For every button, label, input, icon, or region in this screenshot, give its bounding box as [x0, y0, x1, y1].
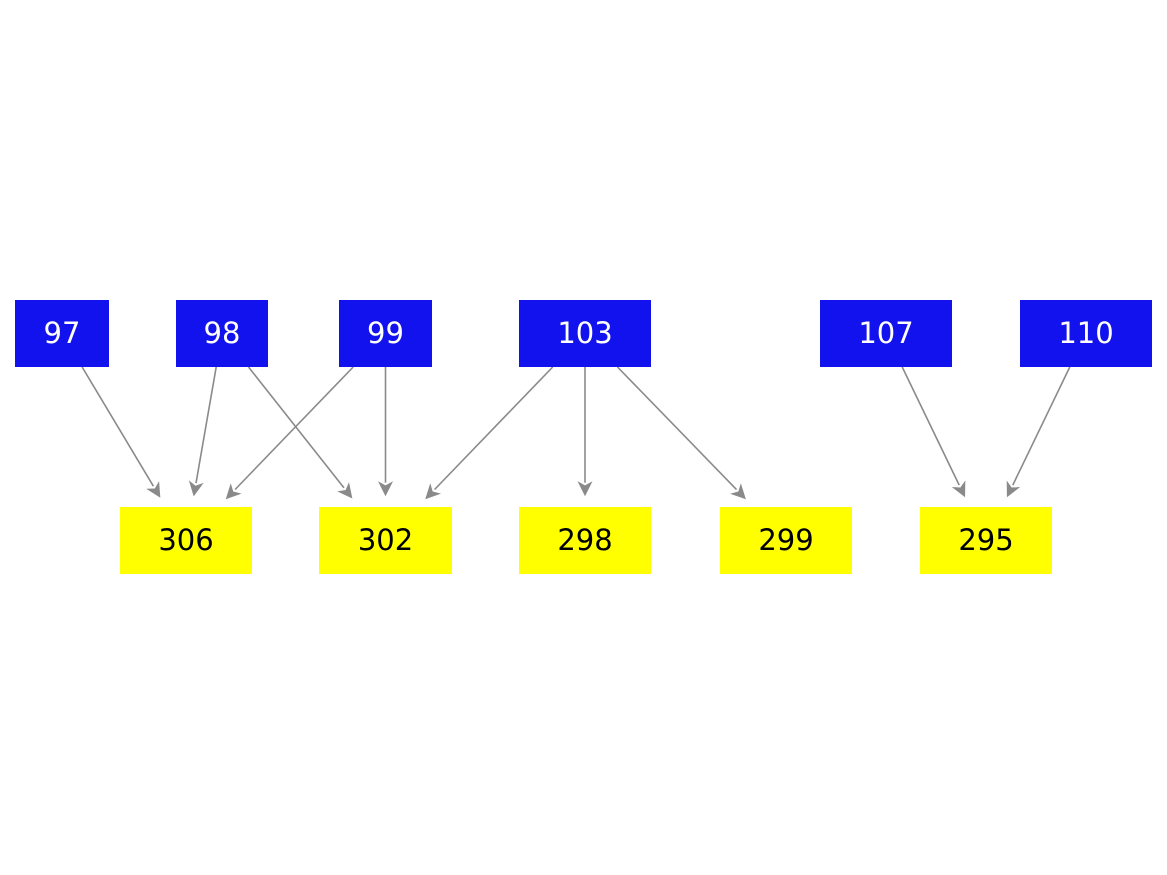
node-107: 107 [820, 300, 952, 367]
node-295: 295 [920, 507, 1052, 574]
edge-103-299 [616, 366, 746, 500]
node-306: 306 [120, 507, 252, 574]
node-298: 298 [519, 507, 651, 574]
edge-107-295 [901, 366, 966, 498]
node-302: 302 [319, 507, 452, 574]
node-103: 103 [519, 300, 651, 367]
edge-99-306 [225, 366, 354, 500]
node-299: 299 [720, 507, 852, 574]
edge-98-306 [188, 366, 217, 497]
node-98: 98 [176, 300, 268, 367]
node-97: 97 [15, 300, 109, 367]
edge-110-295 [1006, 366, 1071, 498]
node-110: 110 [1020, 300, 1152, 367]
node-99: 99 [339, 300, 432, 367]
edge-98-302 [247, 366, 353, 499]
edge-97-306 [81, 366, 161, 498]
edge-103-302 [425, 366, 554, 500]
